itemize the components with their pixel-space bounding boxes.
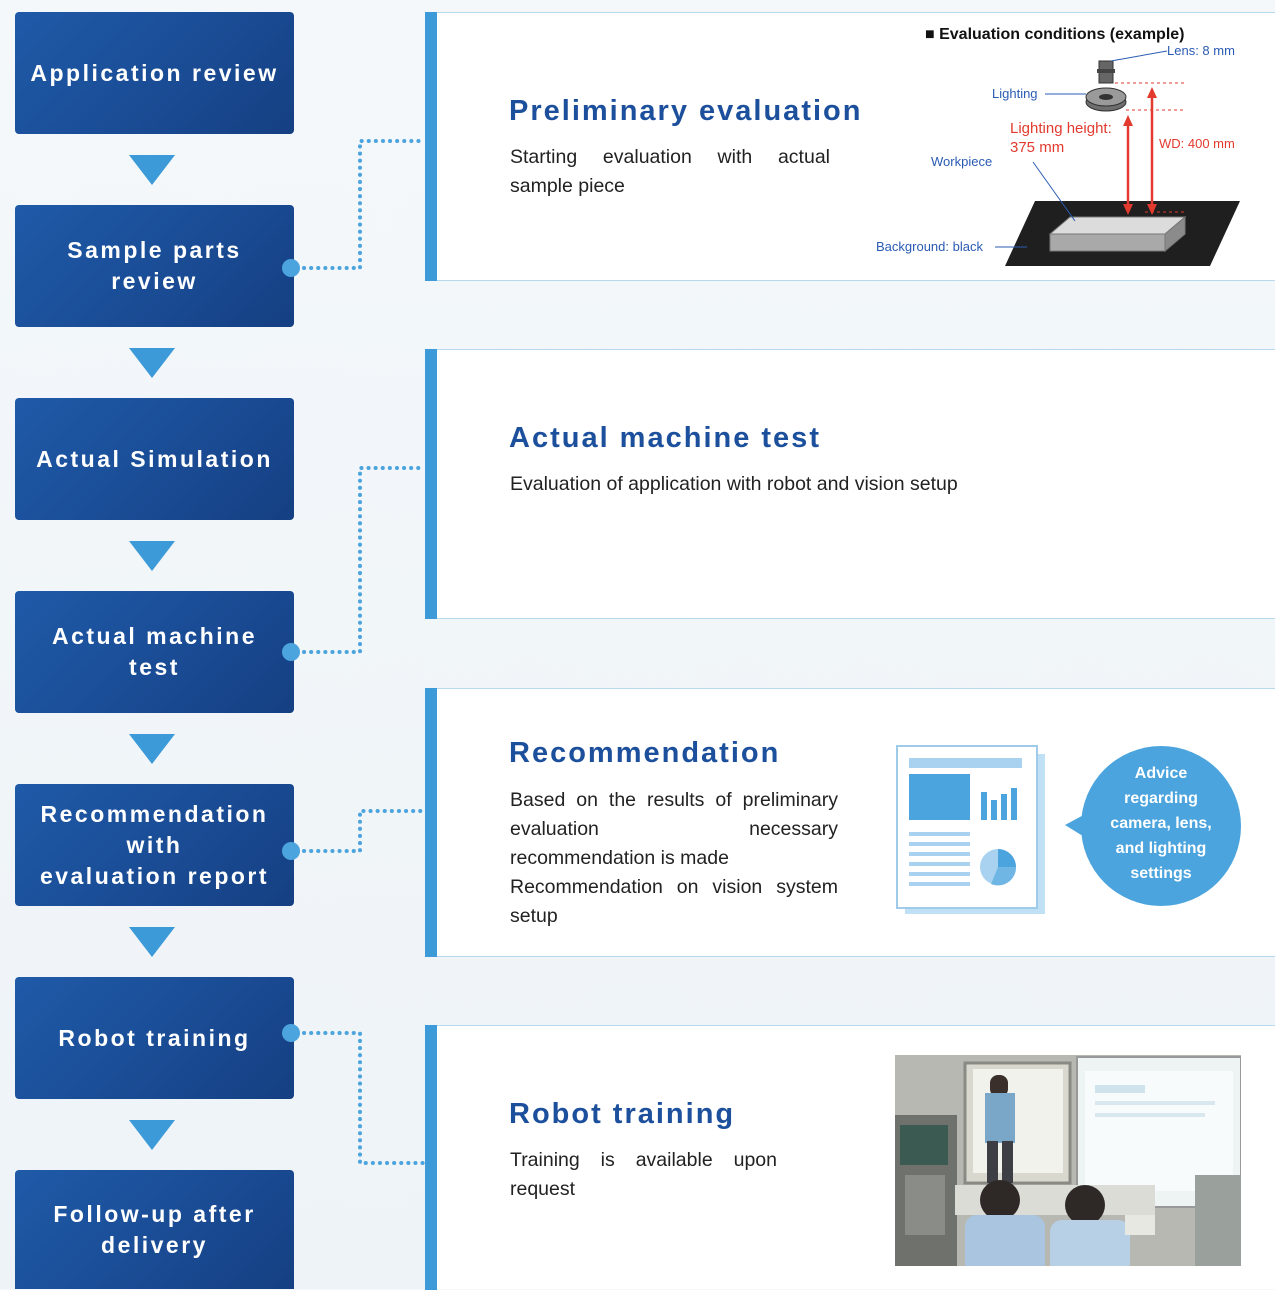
step-actual-machine-test: Actual machine test	[15, 591, 294, 713]
connector-dot	[282, 842, 300, 860]
flow-arrow-down-icon	[129, 541, 175, 571]
training-photo	[895, 1055, 1241, 1266]
panel-title: Actual machine test	[509, 422, 821, 454]
panel-recommendation: Recommendation Based on the results of p…	[425, 688, 1275, 957]
panel-actual-machine-test: Actual machine test Evaluation of applic…	[425, 349, 1275, 619]
evaluation-report-icon	[896, 745, 1045, 914]
connector-machine-test	[302, 466, 427, 654]
evaluation-conditions-diagram: ■ Evaluation conditions (example) Lens: …	[876, 26, 1240, 266]
panel-preliminary-evaluation: Preliminary evaluation Starting evaluati…	[425, 12, 1275, 281]
advice-text-3: camera, lens,	[1110, 815, 1211, 832]
connector-robot-training	[302, 1031, 427, 1165]
step-sample-parts-review: Sample parts review	[15, 205, 294, 327]
connector-dot	[282, 643, 300, 661]
background-label: Background: black	[876, 239, 983, 254]
advice-text-2: regarding	[1124, 790, 1198, 807]
workpiece-label: Workpiece	[931, 154, 992, 169]
panel-description-2: Recommendation on vision system setup	[510, 876, 838, 927]
lighting-height-label: Lighting height:	[1010, 120, 1112, 137]
panel-description: Starting evaluation with actual sample p…	[510, 146, 830, 197]
flow-arrow-down-icon	[129, 927, 175, 957]
flow-arrow-down-icon	[129, 155, 175, 185]
panel-title: Recommendation	[509, 737, 781, 769]
step-robot-training: Robot training	[15, 977, 294, 1099]
advice-text-4: and lighting	[1116, 840, 1207, 857]
advice-text-1: Advice	[1135, 765, 1188, 782]
panel-description: Training is available upon request	[510, 1149, 777, 1200]
connector-recommendation	[302, 809, 427, 853]
connector-dot	[282, 259, 300, 277]
step-recommendation-report: Recommendation with evaluation report	[15, 784, 294, 906]
connector-sample-to-preliminary	[302, 139, 427, 270]
panel-description: Evaluation of application with robot and…	[510, 473, 958, 495]
advice-bubble: Advice regarding camera, lens, and light…	[1065, 746, 1241, 906]
step-actual-simulation: Actual Simulation	[15, 398, 294, 520]
lighting-height-value: 375 mm	[1010, 139, 1064, 156]
flow-arrow-down-icon	[129, 734, 175, 764]
connector-dot	[282, 1024, 300, 1042]
panel-title: Preliminary evaluation	[509, 95, 863, 127]
panel-title: Robot training	[509, 1098, 736, 1130]
lighting-label: Lighting	[992, 86, 1038, 101]
diagram-heading: ■ Evaluation conditions (example)	[925, 26, 1184, 43]
panel-description: Based on the results of preliminary eval…	[510, 789, 838, 869]
flow-arrow-down-icon	[129, 348, 175, 378]
step-application-review: Application review	[15, 12, 294, 134]
lens-label: Lens: 8 mm	[1167, 43, 1235, 58]
wd-label: WD: 400 mm	[1159, 136, 1235, 151]
step-follow-up: Follow-up after delivery	[15, 1170, 294, 1289]
flow-arrow-down-icon	[129, 1120, 175, 1150]
advice-text-5: settings	[1130, 865, 1191, 882]
